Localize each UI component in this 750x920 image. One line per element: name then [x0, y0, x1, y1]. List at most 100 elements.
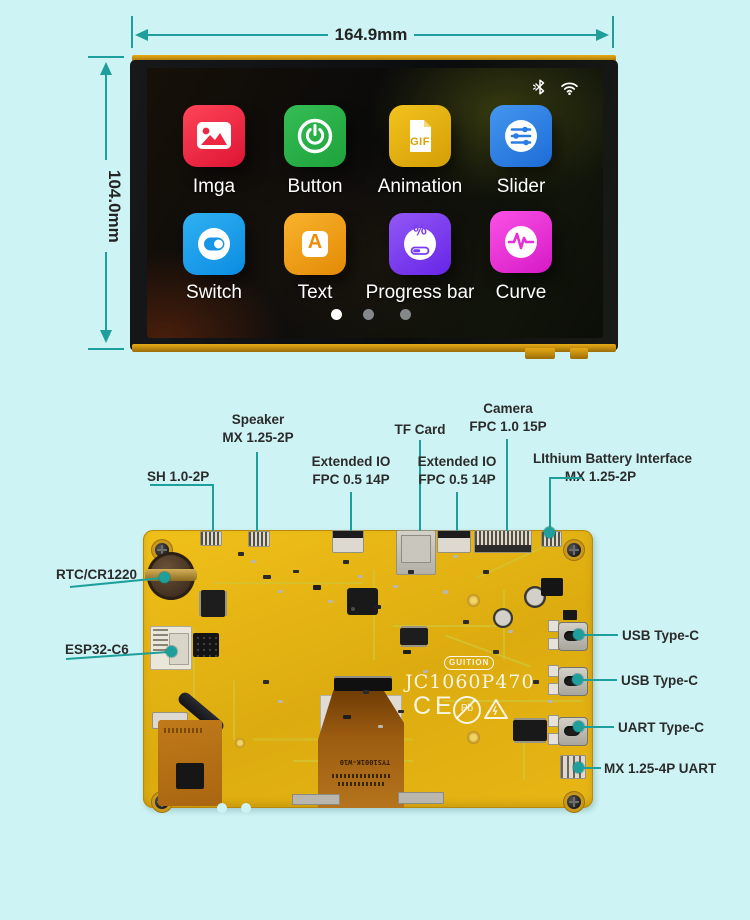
- pb-free-mark: Pb: [453, 696, 481, 724]
- smd-component: [278, 700, 283, 703]
- callout-line: [584, 726, 614, 728]
- callout-rtc-label: RTC/CR1220: [56, 567, 138, 582]
- letter-a-glyph: A: [307, 231, 323, 253]
- smd-component: [263, 680, 269, 684]
- smd-component: [548, 700, 553, 703]
- smd-component: [493, 650, 499, 654]
- callout-line: [150, 484, 214, 486]
- app-tile-switch[interactable]: [183, 213, 245, 275]
- image-icon: [197, 122, 231, 149]
- smd-component: [378, 725, 383, 728]
- page-dot: [400, 309, 411, 320]
- mounting-screw: [567, 543, 581, 557]
- smd-component: [423, 670, 428, 673]
- app-label: Progress bar: [365, 282, 475, 303]
- callout-line: [584, 767, 601, 769]
- display-screen: GIF Imga Button Animation Slider: [147, 68, 603, 338]
- dimension-arrow: [100, 330, 112, 343]
- smd-component: [238, 552, 244, 556]
- pcb-trace: [213, 582, 363, 584]
- app-tile-text[interactable]: A: [284, 213, 346, 275]
- mounting-screw: [567, 795, 581, 809]
- fpc-label: TYS1001K-W10: [339, 758, 391, 766]
- pulse-icon: [505, 226, 537, 258]
- callout-usb2-label: USB Type-C: [621, 673, 699, 688]
- app-tile-animation[interactable]: GIF: [389, 105, 451, 167]
- callout-line: [549, 477, 582, 479]
- height-dimension-label: 104.0mm: [105, 169, 124, 243]
- gif-badge: GIF: [410, 136, 430, 148]
- smd-component: [443, 590, 448, 594]
- bluetooth-icon: [532, 79, 545, 95]
- callout-dot: [166, 646, 177, 657]
- board-notch: [241, 803, 251, 813]
- callout-line: [456, 492, 458, 531]
- app-label: Slider: [496, 176, 546, 197]
- extended-io-connector-1: [332, 530, 364, 553]
- app-label: Imga: [192, 176, 236, 197]
- callout-dot: [159, 572, 170, 583]
- width-dimension-label: 164.9mm: [334, 25, 408, 44]
- callout-esp32-label: ESP32-C6: [65, 642, 129, 657]
- dimension-tick: [612, 16, 614, 48]
- diode: [563, 610, 577, 620]
- pcb-trace: [233, 680, 235, 740]
- soic-ic: [201, 590, 225, 617]
- app-label: Text: [297, 282, 333, 303]
- app-tile-slider[interactable]: [490, 105, 552, 167]
- smd-component: [508, 630, 513, 633]
- callout-mxuart-label: MX 1.25-4P UART: [604, 761, 717, 776]
- callout-line: [506, 439, 508, 531]
- capacitor: [524, 586, 546, 608]
- display-bottom-edge: [132, 344, 616, 352]
- app-label: Switch: [186, 282, 242, 303]
- smd-component: [278, 590, 283, 593]
- callout-extio1-label: Extended IO FPC 0.5 14P: [311, 454, 391, 487]
- callout-battery-label: LIthium Battery Interface MX 1.25-2P: [532, 451, 693, 484]
- wifi-icon: [561, 82, 578, 95]
- callout-line: [212, 484, 214, 531]
- callout-dot: [573, 629, 584, 640]
- stiffener-bar: [398, 792, 444, 804]
- app-tile-progress-bar[interactable]: %: [389, 213, 451, 275]
- smd-component: [483, 570, 489, 574]
- display-top-edge: [132, 55, 616, 62]
- app-label: Button: [287, 176, 343, 197]
- extended-io-connector-2: [437, 530, 471, 553]
- app-tile-button[interactable]: [284, 105, 346, 167]
- callout-dot: [572, 674, 583, 685]
- ce-mark: CE: [413, 692, 456, 720]
- gold-pad: [467, 594, 480, 607]
- percent-progress-icon: [404, 228, 436, 260]
- touch-ic: [176, 763, 204, 789]
- callout-line: [549, 477, 551, 529]
- dimension-tick: [88, 56, 124, 58]
- antenna-meander: [153, 629, 168, 651]
- smd-component: [403, 650, 411, 654]
- display-fpc-connector: [334, 678, 392, 691]
- dimension-arrow: [100, 62, 112, 75]
- page-dot: [363, 309, 374, 320]
- smd-component: [373, 605, 381, 609]
- callout-usb1-label: USB Type-C: [622, 628, 700, 643]
- app-tile-imga[interactable]: [183, 105, 245, 167]
- smd-component: [313, 585, 321, 590]
- pcb-trace: [443, 700, 583, 702]
- callout-dot: [573, 721, 584, 732]
- smd-component: [408, 570, 414, 574]
- callout-line: [584, 634, 618, 636]
- app-tile-curve[interactable]: [490, 211, 552, 273]
- gif-file-icon: [410, 120, 431, 152]
- smd-component: [363, 690, 369, 694]
- stiffener-bar: [292, 794, 340, 805]
- pcb-trace: [523, 730, 525, 780]
- dimension-tick: [88, 348, 124, 350]
- smd-component: [328, 600, 333, 603]
- callout-camera-label: Camera FPC 1.0 15P: [469, 401, 547, 434]
- dimension-line: [105, 66, 107, 160]
- pcb-board: TYS1001K-W10: [143, 530, 593, 813]
- dimension-arrow: [596, 29, 609, 41]
- callout-dot: [573, 762, 584, 773]
- toggle-icon: [198, 228, 230, 260]
- display-fpc-tab: [525, 348, 555, 359]
